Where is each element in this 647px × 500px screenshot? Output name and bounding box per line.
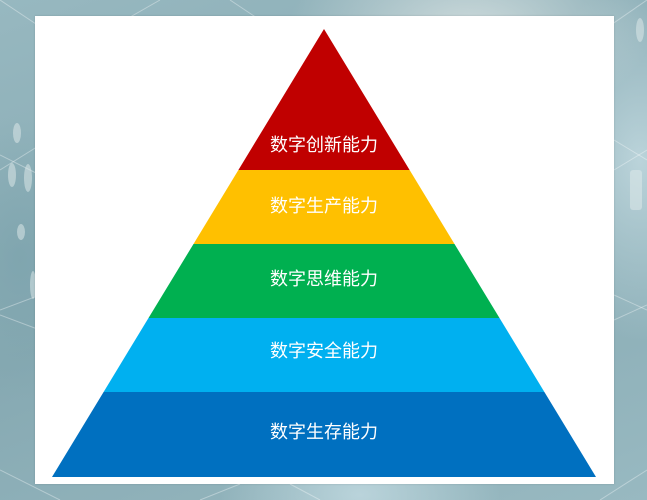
level-label-innovation: 数字创新能力: [270, 135, 378, 156]
level-label-survival: 数字生存能力: [270, 422, 378, 443]
pyramid-level-4: [103, 318, 545, 392]
pyramid-level-3: [148, 244, 500, 318]
level-label-thinking: 数字思维能力: [270, 269, 378, 290]
pyramid-level-5: [52, 392, 596, 477]
pyramid-level-1: [238, 29, 410, 170]
pyramid-level-2: [193, 170, 455, 244]
level-label-production: 数字生产能力: [270, 196, 378, 217]
level-label-security: 数字安全能力: [270, 341, 378, 362]
